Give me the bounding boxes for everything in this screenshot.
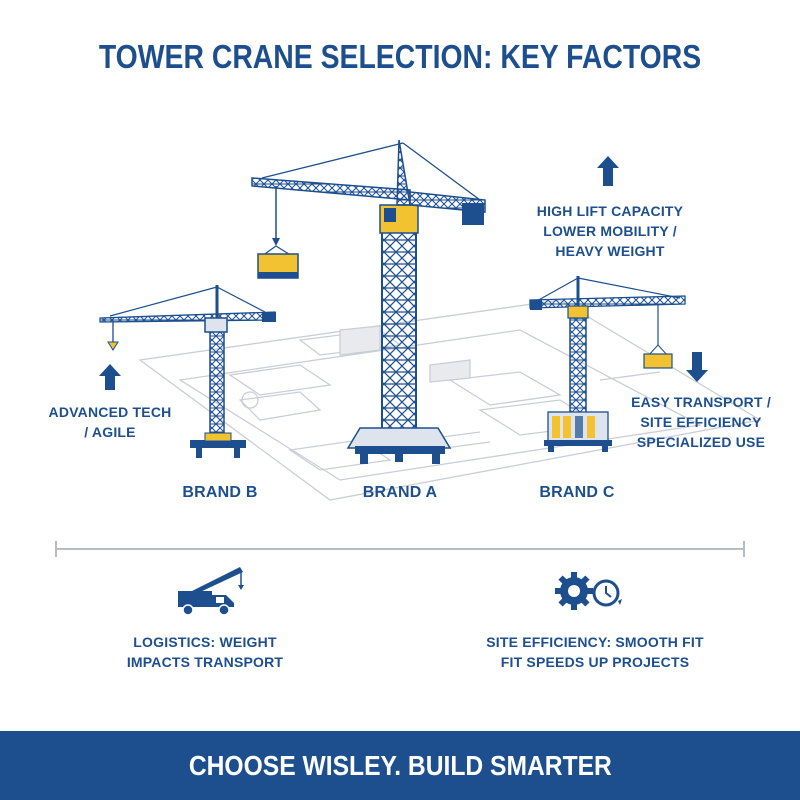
page-title: TOWER CRANE SELECTION: KEY FACTORS xyxy=(98,38,702,75)
brand-a-label: BRAND A xyxy=(362,484,438,501)
crane-brand-a xyxy=(251,139,486,464)
footer-text: CHOOSE WISLEY. BUILD SMARTER xyxy=(188,749,612,781)
annotation-brand-b: ADVANCED TECH / AGILE xyxy=(48,404,172,440)
annotation-brand-a: HIGH LIFT CAPACITY LOWER MOBILITY / HEAV… xyxy=(536,203,684,259)
gears-clock-icon xyxy=(555,572,622,610)
arrow-up-icon xyxy=(99,364,121,390)
brand-c-label: BRAND C xyxy=(539,484,615,501)
factor-logistics: LOGISTICS: WEIGHT IMPACTS TRANSPORT xyxy=(126,634,284,670)
factor-site-efficiency: SITE EFFICIENCY: SMOOTH FIT FIT SPEEDS U… xyxy=(486,634,704,670)
brand-b-label: BRAND B xyxy=(182,484,258,501)
crane-truck-icon xyxy=(178,567,244,616)
arrow-down-icon xyxy=(686,352,708,382)
crane-brand-b xyxy=(99,285,276,458)
footer-banner: CHOOSE WISLEY. BUILD SMARTER xyxy=(0,731,800,800)
crane-brand-c xyxy=(529,276,686,452)
annotation-brand-c: EASY TRANSPORT / SITE EFFICIENCY SPECIAL… xyxy=(631,394,771,450)
section-divider xyxy=(55,541,745,557)
arrow-up-icon xyxy=(597,156,619,186)
